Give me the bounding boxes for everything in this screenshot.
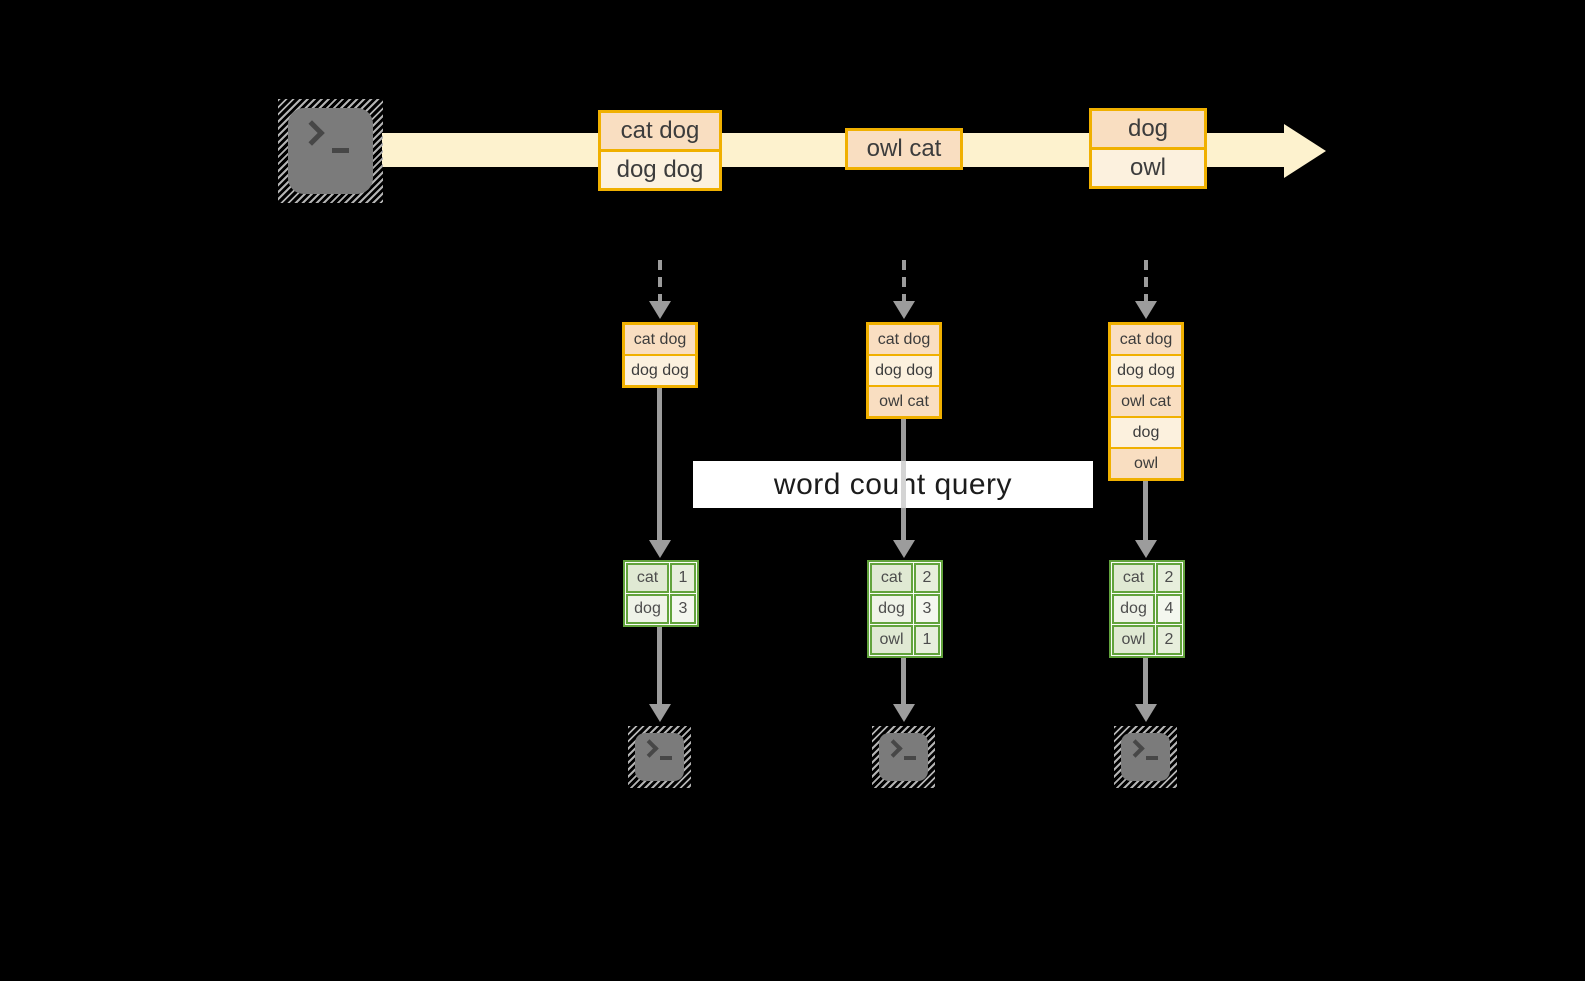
terminal-screen	[1121, 733, 1170, 781]
stream-record: owl	[1092, 150, 1204, 186]
state-record: dog dog	[1111, 356, 1181, 385]
state-record: owl cat	[1111, 387, 1181, 416]
ingest-arrow-2	[902, 260, 906, 302]
output-arrowhead-icon	[1135, 704, 1157, 722]
word-cell: owl	[1112, 625, 1155, 655]
state-record: cat dog	[869, 325, 939, 354]
result-table-2: cat 2 dog 3 owl 1	[867, 560, 943, 658]
stream-record: owl cat	[848, 131, 960, 167]
terminal-screen	[879, 733, 928, 781]
count-cell: 1	[670, 563, 696, 593]
table-row: dog 4	[1112, 594, 1182, 624]
count-cell: 2	[1156, 563, 1182, 593]
terminal-screen	[635, 733, 684, 781]
word-cell: dog	[626, 594, 669, 624]
terminal-prompt-icon	[299, 120, 325, 146]
state-record: owl	[1111, 449, 1181, 478]
table-row: cat 2	[1112, 563, 1182, 593]
output-arrow-3	[1143, 658, 1148, 704]
word-cell: cat	[626, 563, 669, 593]
state-box-1: cat dog dog dog	[622, 322, 698, 388]
terminal-cursor-icon	[904, 756, 916, 760]
stream-record: dog dog	[601, 152, 719, 188]
state-record: dog dog	[869, 356, 939, 385]
stream-timeline-arrowhead-icon	[1284, 124, 1326, 178]
query-arrowhead-icon	[1135, 540, 1157, 558]
count-cell: 2	[1156, 625, 1182, 655]
result-table-3: cat 2 dog 4 owl 2	[1109, 560, 1185, 658]
query-arrow-1	[657, 388, 662, 540]
terminal-prompt-icon	[1126, 739, 1145, 758]
query-arrowhead-icon	[649, 540, 671, 558]
ingest-arrow-3	[1144, 260, 1148, 302]
state-record: owl cat	[869, 387, 939, 416]
stream-event-1: cat dog dog dog	[598, 110, 722, 191]
word-cell: cat	[870, 563, 913, 593]
terminal-cursor-icon	[660, 756, 672, 760]
state-box-3: cat dog dog dog owl cat dog owl	[1108, 322, 1184, 481]
sink-terminal-icon-2	[872, 726, 935, 788]
ingest-arrowhead-icon	[1135, 301, 1157, 319]
output-arrow-2	[901, 658, 906, 704]
terminal-screen	[288, 108, 373, 194]
terminal-prompt-icon	[640, 739, 659, 758]
table-row: dog 3	[626, 594, 696, 624]
state-record: dog	[1111, 418, 1181, 447]
sink-terminal-icon-1	[628, 726, 691, 788]
query-label: word count query	[693, 461, 1093, 508]
word-cell: dog	[1112, 594, 1155, 624]
state-box-2: cat dog dog dog owl cat	[866, 322, 942, 419]
table-row: owl 2	[1112, 625, 1182, 655]
query-label-text: word count query	[773, 467, 1013, 501]
count-cell: 4	[1156, 594, 1182, 624]
table-row: dog 3	[870, 594, 940, 624]
ingest-arrowhead-icon	[649, 301, 671, 319]
count-cell: 1	[914, 625, 940, 655]
query-arrow-overlay	[901, 461, 906, 508]
output-arrowhead-icon	[649, 704, 671, 722]
table-row: owl 1	[870, 625, 940, 655]
word-cell: dog	[870, 594, 913, 624]
word-cell: owl	[870, 625, 913, 655]
output-arrowhead-icon	[893, 704, 915, 722]
sink-terminal-icon-3	[1114, 726, 1177, 788]
ingest-arrow-1	[658, 260, 662, 302]
count-cell: 3	[670, 594, 696, 624]
stream-record: dog	[1092, 111, 1204, 147]
terminal-cursor-icon	[1146, 756, 1158, 760]
state-record: cat dog	[1111, 325, 1181, 354]
ingest-arrowhead-icon	[893, 301, 915, 319]
output-arrow-1	[657, 627, 662, 704]
state-record: cat dog	[625, 325, 695, 354]
word-cell: cat	[1112, 563, 1155, 593]
table-row: cat 1	[626, 563, 696, 593]
source-terminal-icon	[278, 99, 383, 203]
terminal-cursor-icon	[332, 148, 349, 153]
query-arrow-3	[1143, 481, 1148, 540]
stream-record: cat dog	[601, 113, 719, 149]
count-cell: 3	[914, 594, 940, 624]
state-record: dog dog	[625, 356, 695, 385]
terminal-prompt-icon	[884, 739, 903, 758]
result-table-1: cat 1 dog 3	[623, 560, 699, 627]
stream-event-3: dog owl	[1089, 108, 1207, 189]
stream-event-2: owl cat	[845, 128, 963, 170]
query-arrowhead-icon	[893, 540, 915, 558]
count-cell: 2	[914, 563, 940, 593]
table-row: cat 2	[870, 563, 940, 593]
